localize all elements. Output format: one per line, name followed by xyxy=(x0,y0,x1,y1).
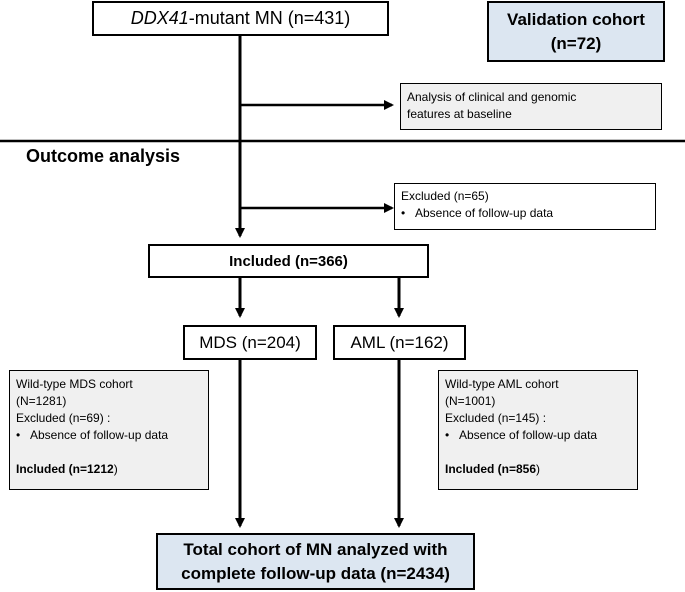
total-line-2: complete follow-up data (n=2434) xyxy=(181,563,450,583)
bullet-icon: • xyxy=(401,206,406,220)
included-box: Included (n=366) xyxy=(148,244,429,278)
wt-aml-title: Wild-type AML cohort xyxy=(445,377,559,391)
baseline-line-2: features at baseline xyxy=(407,107,512,121)
wt-aml-total: (N=1001) xyxy=(445,394,496,408)
total-line-1: Total cohort of MN analyzed with xyxy=(183,539,448,559)
aml-label: AML (n=162) xyxy=(350,332,449,352)
excluded-count: Excluded (n=65) xyxy=(401,189,489,203)
wt-mds-included: Included (n=1212) xyxy=(16,461,202,478)
mds-box: MDS (n=204) xyxy=(183,325,317,360)
bullet-icon: • xyxy=(16,428,21,442)
included-label: Included (n=366) xyxy=(229,252,348,270)
wt-mds-cohort-box: Wild-type MDS cohort (N=1281) Excluded (… xyxy=(9,370,209,490)
wt-aml-excluded: Excluded (n=145) : xyxy=(445,411,547,425)
wt-mds-title: Wild-type MDS cohort xyxy=(16,377,133,391)
excluded-reason: Absence of follow-up data xyxy=(415,206,554,220)
total-cohort-box: Total cohort of MN analyzed with complet… xyxy=(156,533,475,590)
wt-aml-included-close: ) xyxy=(536,462,541,476)
aml-box: AML (n=162) xyxy=(333,325,466,360)
wt-aml-included: Included (n=856) xyxy=(445,461,631,478)
cohort-count: -mutant MN (n=431) xyxy=(188,8,351,28)
wt-mds-included-close: ) xyxy=(113,462,118,476)
wt-mds-included-label: Included (n=1212 xyxy=(16,462,114,476)
excluded-box: Excluded (n=65) • Absence of follow-up d… xyxy=(394,183,656,230)
wt-mds-excluded: Excluded (n=69) : xyxy=(16,411,111,425)
wt-aml-cohort-box: Wild-type AML cohort (N=1001) Excluded (… xyxy=(438,370,638,490)
gene-name: DDX41 xyxy=(130,8,189,28)
validation-count: (n=72) xyxy=(550,33,602,53)
outcome-analysis-title: Outcome analysis xyxy=(26,146,181,166)
wt-aml-excluded-reason: Absence of follow-up data xyxy=(459,428,598,442)
validation-title: Validation cohort xyxy=(507,9,645,29)
baseline-line-1: Analysis of clinical and genomic xyxy=(407,90,577,104)
wt-aml-included-label: Included (n=856 xyxy=(445,462,537,476)
ddx41-cohort-box: DDX41-mutant MN (n=431) xyxy=(92,1,389,36)
bullet-icon: • xyxy=(445,428,450,442)
wt-mds-total: (N=1281) xyxy=(16,394,67,408)
baseline-analysis-box: Analysis of clinical and genomic feature… xyxy=(400,83,662,130)
validation-cohort-box: Validation cohort (n=72) xyxy=(487,1,665,62)
mds-label: MDS (n=204) xyxy=(199,332,301,352)
wt-mds-excluded-reason: Absence of follow-up data xyxy=(30,428,169,442)
